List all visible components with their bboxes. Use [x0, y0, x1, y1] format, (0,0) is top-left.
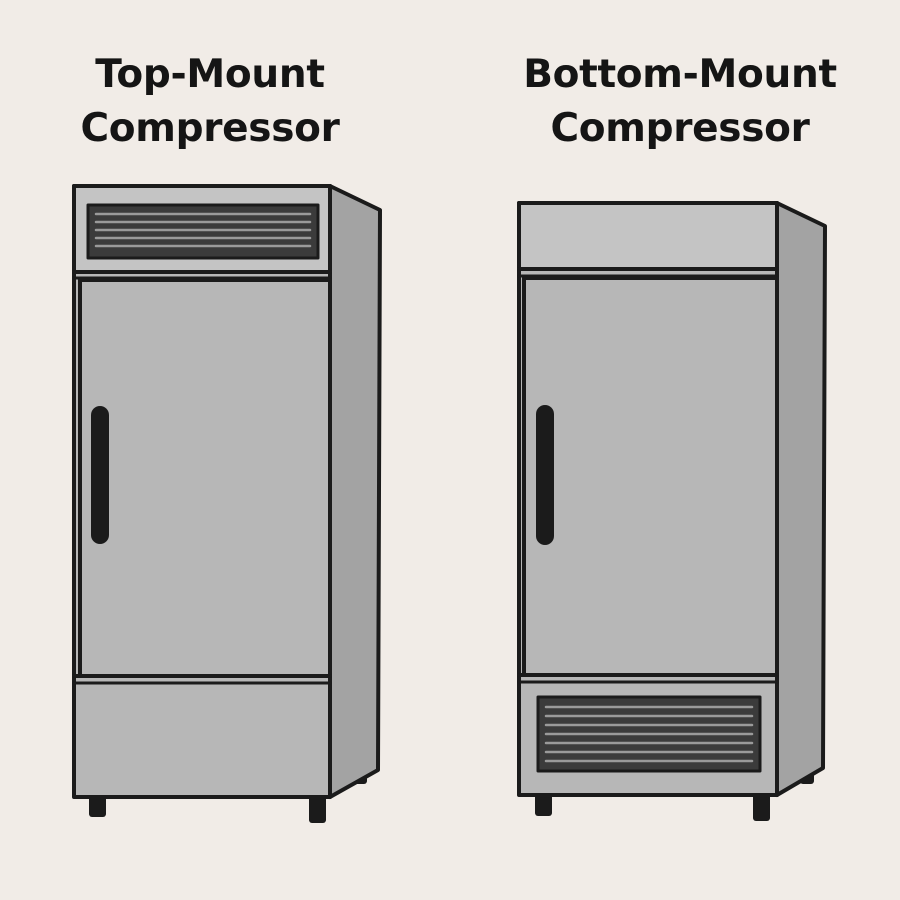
- top-mount-title: Top-Mount Compressor: [30, 48, 390, 156]
- top-mount-refrigerator-icon: [72, 184, 382, 823]
- top-mount-door-handle: [91, 406, 109, 544]
- bottom-mount-title-line2: Compressor: [550, 106, 810, 151]
- bottom-mount-top-panel: [517, 201, 779, 271]
- bottom-mount-vent-grille: [536, 695, 762, 773]
- bottom-mount-door-handle: [536, 405, 554, 545]
- bottom-mount-side-panel: [775, 201, 827, 797]
- top-mount-title-line2: Compressor: [80, 106, 340, 151]
- top-mount-door: [78, 278, 332, 678]
- top-mount-side-panel: [328, 184, 382, 799]
- bottom-mount-door: [522, 276, 779, 677]
- top-mount-vent-grille: [86, 203, 320, 260]
- bottom-mount-title-line1: Bottom-Mount: [523, 52, 837, 97]
- bottom-mount-title: Bottom-Mount Compressor: [495, 48, 865, 156]
- top-mount-title-line1: Top-Mount: [95, 52, 325, 97]
- bottom-mount-refrigerator-icon: [517, 201, 827, 821]
